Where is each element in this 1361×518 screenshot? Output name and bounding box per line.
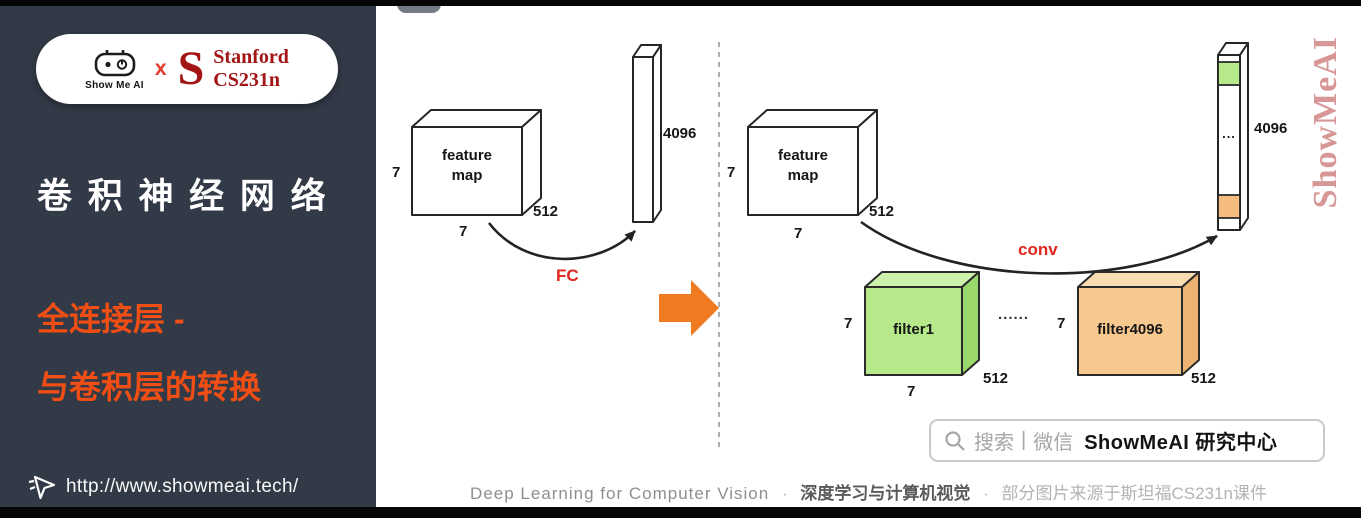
filter1-dim-bottom: 7 bbox=[907, 383, 916, 400]
showmeai-wordmark: Show Me AI bbox=[85, 80, 144, 91]
brand-logo: Show Me AI x S Stanford CS231n bbox=[36, 34, 338, 104]
bottom-border bbox=[0, 507, 1361, 518]
filter1-label: filter1 bbox=[893, 321, 934, 338]
filters-ellipsis: ...... bbox=[998, 306, 1030, 323]
fc-arrow-label: FC bbox=[556, 266, 579, 285]
transform-arrow bbox=[659, 280, 719, 336]
bar-orange-cell bbox=[1217, 194, 1241, 219]
showmeai-watermark: ShowMeAI bbox=[1307, 36, 1344, 209]
stanford-wordmark: Stanford CS231n bbox=[213, 46, 289, 92]
cursor-icon bbox=[28, 475, 56, 500]
robot-icon bbox=[94, 50, 135, 77]
conv-output-bar bbox=[1217, 42, 1249, 231]
left-cube-dim-side: 7 bbox=[392, 164, 401, 181]
sidebar: Show Me AI x S Stanford CS231n 卷 积 神 经 网… bbox=[0, 6, 376, 507]
wechat-search-box[interactable]: 搜索 | 微信 ShowMeAI 研究中心 bbox=[929, 419, 1325, 462]
stanford-s-logo: S bbox=[177, 42, 205, 95]
filter4096-dim-depth: 512 bbox=[1191, 370, 1217, 387]
filter1-dim-side: 7 bbox=[844, 315, 853, 332]
conv-arrow bbox=[860, 220, 1218, 275]
left-cube-dim-depth: 512 bbox=[533, 203, 559, 220]
filter4096-dim-side: 7 bbox=[1057, 315, 1066, 332]
conv-bar-ellipsis: ... bbox=[1222, 126, 1236, 141]
footer-separator-1: · bbox=[781, 484, 788, 503]
footer-separator-2: · bbox=[983, 484, 989, 503]
search-divider: | bbox=[1021, 429, 1027, 451]
filter4096-label: filter4096 bbox=[1097, 321, 1163, 338]
conv-bar-value: 4096 bbox=[1254, 120, 1288, 137]
showmeai-logo: Show Me AI bbox=[85, 47, 144, 91]
slide-title: 卷 积 神 经 网 络 bbox=[37, 177, 329, 216]
website-link[interactable]: http://www.showmeai.tech/ bbox=[26, 472, 298, 502]
feature-map-cube-left bbox=[411, 109, 542, 216]
filter4096-cube bbox=[1077, 271, 1200, 376]
footer-en: Deep Learning for Computer Vision bbox=[470, 484, 770, 503]
stanford-line2: CS231n bbox=[213, 69, 280, 91]
right-cube-dim-depth: 512 bbox=[869, 203, 895, 220]
footer-caption: Deep Learning for Computer Vision · 深度学习… bbox=[380, 479, 1357, 504]
footer-credit: 部分图片来源于斯坦福CS231n课件 bbox=[1001, 484, 1267, 503]
fc-arrow bbox=[487, 222, 636, 261]
left-cube-dim-bottom: 7 bbox=[459, 223, 468, 240]
subtitle-line2: 与卷积层的转换 bbox=[37, 369, 262, 405]
feature-map-label-right: feature map bbox=[777, 147, 829, 185]
website-url: http://www.showmeai.tech/ bbox=[66, 476, 299, 497]
collab-x: x bbox=[154, 57, 167, 80]
search-brand: ShowMeAI 研究中心 bbox=[1084, 432, 1278, 454]
fc-output-bar bbox=[632, 44, 662, 223]
filter1-dim-depth: 512 bbox=[983, 370, 1009, 387]
search-keyword: 搜索 bbox=[974, 432, 1014, 454]
search-channel: 微信 bbox=[1033, 432, 1074, 454]
right-cube-dim-bottom: 7 bbox=[794, 225, 803, 242]
footer-zh: 深度学习与计算机视觉 bbox=[800, 484, 971, 503]
stanford-line1: Stanford bbox=[213, 46, 289, 68]
subtitle-line1: 全连接层 - bbox=[37, 301, 185, 337]
filter1-cube bbox=[864, 271, 980, 376]
right-cube-dim-side: 7 bbox=[727, 164, 736, 181]
fc-bar-value: 4096 bbox=[663, 125, 697, 142]
top-border bbox=[0, 0, 1361, 6]
search-icon bbox=[945, 430, 965, 451]
feature-map-label-left: feature map bbox=[441, 147, 493, 185]
feature-map-cube-right bbox=[747, 109, 878, 216]
conv-arrow-label: conv bbox=[1018, 240, 1058, 259]
bar-green-cell bbox=[1217, 61, 1241, 86]
